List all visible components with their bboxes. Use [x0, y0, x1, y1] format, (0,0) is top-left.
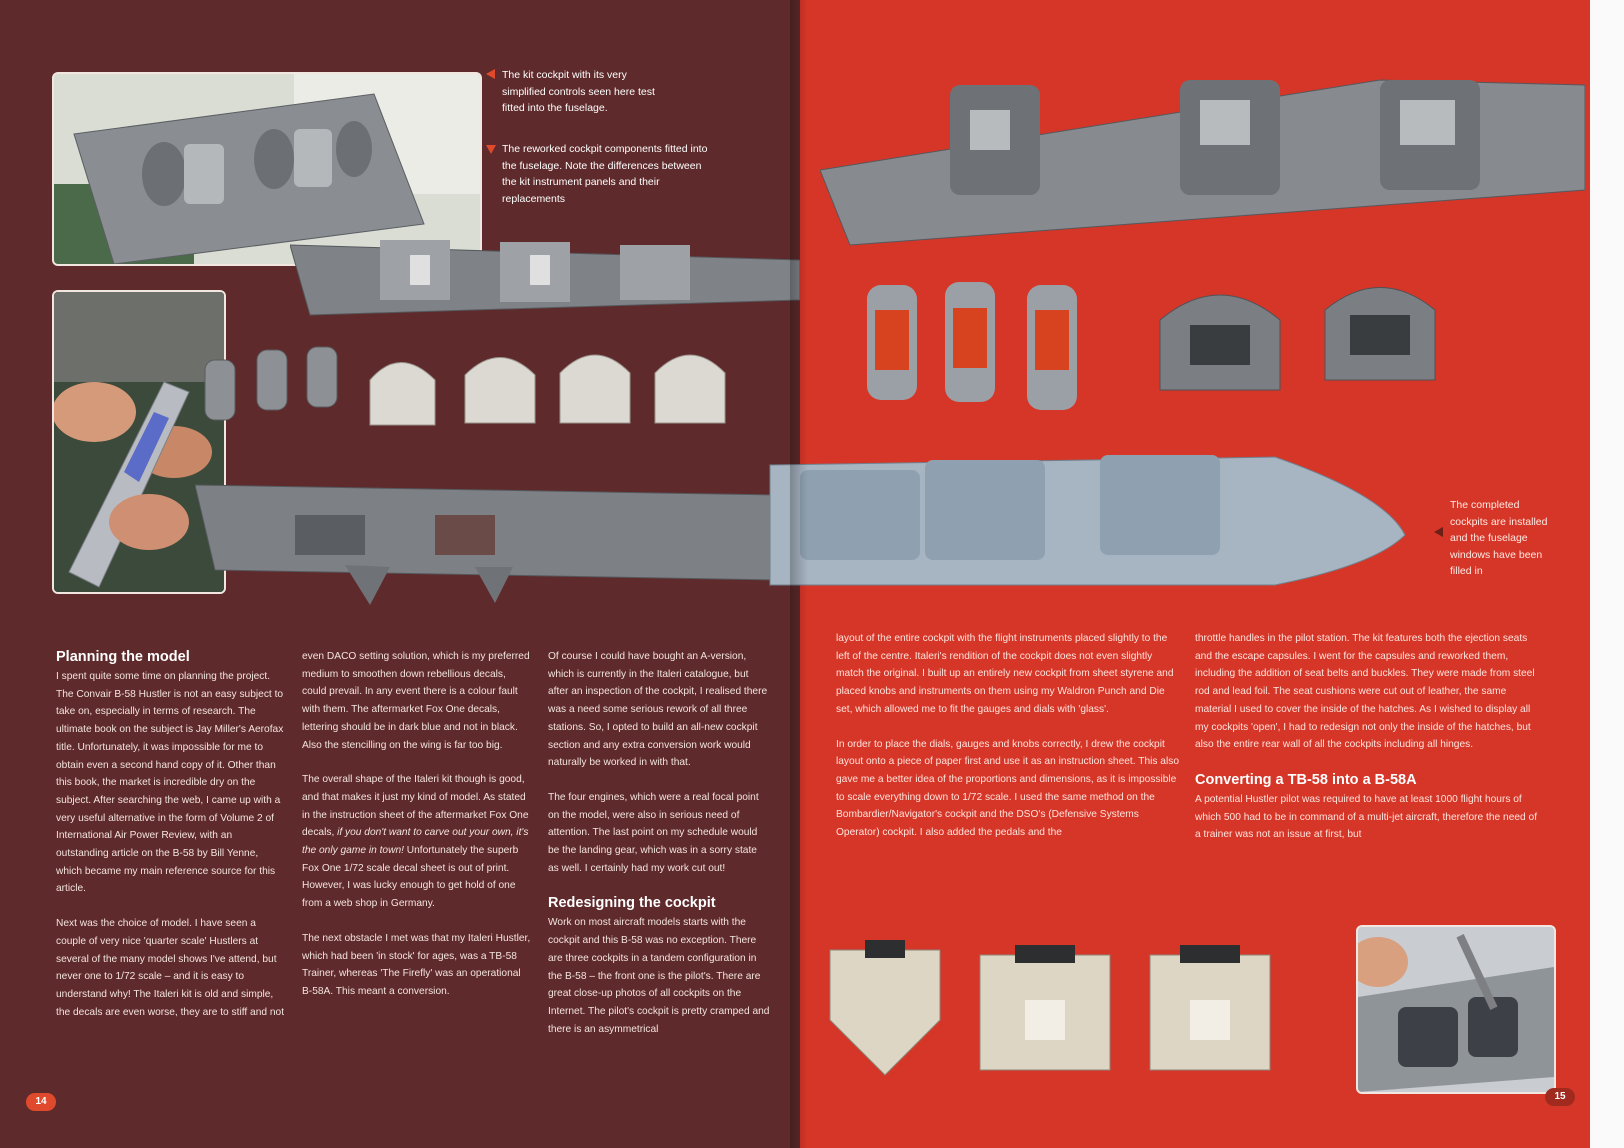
caption-pointer-icon — [486, 145, 496, 154]
spine-shadow — [790, 0, 808, 1148]
left-column-2: even DACO setting solution, which is my … — [302, 648, 532, 1018]
hatch-fitting-photo — [1356, 925, 1556, 1094]
page-number-right: 15 — [1545, 1088, 1575, 1106]
paragraph: Of course I could have bought an A-versi… — [548, 651, 768, 769]
paragraph: I spent quite some time on planning the … — [56, 671, 284, 895]
right-column-1: layout of the entire cockpit with the fl… — [836, 630, 1181, 859]
right-column-2: throttle handles in the pilot station. T… — [1195, 630, 1545, 861]
left-column-1: Planning the model I spent quite some ti… — [56, 648, 286, 1038]
page-number-left: 14 — [26, 1093, 56, 1111]
heading-redesign: Redesigning the cockpit — [548, 895, 716, 912]
heading-planning: Planning the model — [56, 649, 190, 665]
page-edge — [1590, 0, 1624, 1148]
paragraph: even DACO setting solution, which is my … — [302, 651, 530, 751]
caption-reworked-cockpit: The reworked cockpit components fitted i… — [486, 141, 717, 207]
completed-fuselage-photo — [195, 455, 1406, 605]
hatches-photo — [829, 940, 1271, 1076]
new-seats-and-panels-photo — [867, 282, 1436, 410]
paragraph: Next was the choice of model. I have see… — [56, 918, 285, 1018]
left-column-3: Of course I could have bought an A-versi… — [548, 648, 770, 1055]
kit-parts-row — [204, 346, 726, 426]
heading-converting: Converting a TB-58 into a B-58A — [1195, 771, 1417, 788]
paragraph: layout of the entire cockpit with the fl… — [836, 633, 1174, 715]
paragraph: The overall shape of the Italeri kit tho… — [302, 774, 529, 910]
caption-completed-cockpits: The completed cockpits are installed and… — [1434, 497, 1560, 580]
paragraph: Work on most aircraft models starts with… — [548, 917, 770, 1035]
paragraph: In order to place the dials, gauges and … — [836, 738, 1179, 839]
hands-working-photo — [52, 290, 226, 594]
kit-fuselage-photo — [290, 240, 800, 316]
kit-cockpit-photo — [52, 72, 482, 266]
paragraph: The four engines, which were a real foca… — [548, 791, 759, 874]
caption-pointer-icon — [486, 69, 495, 79]
new-cockpit-section-photo — [820, 79, 1585, 246]
paragraph: throttle handles in the pilot station. T… — [1195, 633, 1535, 751]
paragraph: A potential Hustler pilot was required t… — [1195, 793, 1538, 841]
caption-pointer-icon — [1434, 527, 1443, 537]
paragraph: The next obstacle I met was that my Ital… — [302, 932, 531, 997]
caption-kit-cockpit: The kit cockpit with its very simplified… — [486, 67, 662, 117]
